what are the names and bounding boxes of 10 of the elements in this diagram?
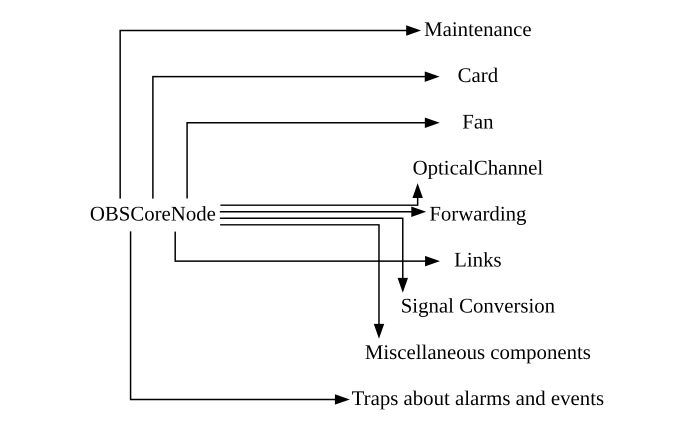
node-text: OpticalChannel — [412, 155, 544, 180]
node-text: Forwarding — [429, 202, 526, 226]
node-text: Links — [454, 248, 502, 272]
node-text: Fan — [462, 109, 494, 134]
node-text: Traps about alarms and events — [352, 386, 604, 410]
node-text: Signal Conversion — [400, 294, 556, 318]
node-text: Miscellaneous components — [364, 340, 591, 364]
node-text: Maintenance — [424, 17, 532, 42]
node-text: Card — [458, 63, 498, 88]
node-text: OBSCoreNode — [90, 202, 216, 226]
